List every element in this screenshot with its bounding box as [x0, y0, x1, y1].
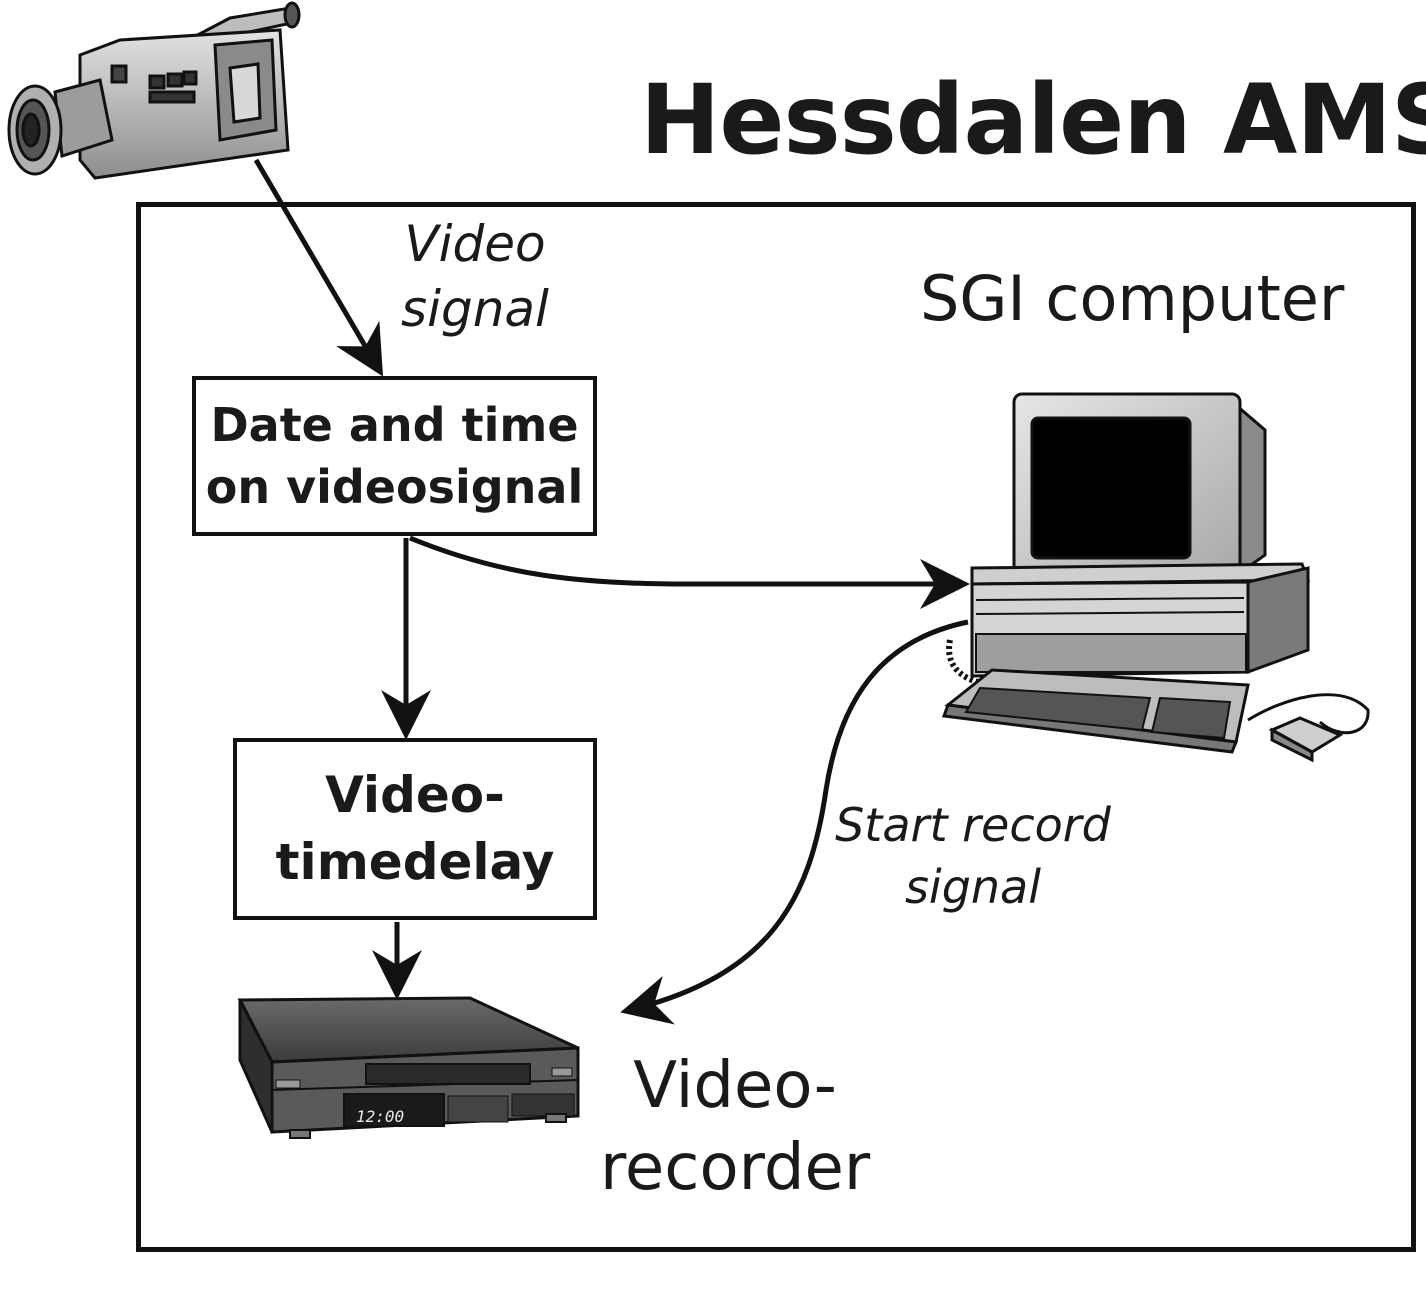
date-time-box: Date and time on videosignal [192, 376, 597, 536]
video-signal-label-line2: signal [401, 280, 549, 338]
start-record-label: Start record signal [818, 794, 1128, 918]
timedelay-box-line1: Video- [325, 765, 505, 824]
vcr-clock-display: 12:00 [356, 1107, 404, 1126]
system-frame [136, 202, 1416, 1252]
start-record-label-line2: signal [904, 860, 1042, 915]
date-time-box-line2: on videosignal [205, 460, 584, 514]
desktop-computer-icon [941, 392, 1370, 763]
video-recorder-label-line1: Video- [633, 1049, 837, 1123]
video-recorder-label: Video- recorder [600, 1046, 870, 1210]
arrow-camera-to-date [253, 158, 384, 377]
video-signal-label-line1: Video [404, 215, 546, 273]
video-recorder-label-line2: recorder [600, 1130, 871, 1205]
start-record-label-line1: Start record [835, 798, 1111, 852]
vcr-icon: 12:00 [237, 996, 580, 1139]
diagram-title: Hessdalen AMS [640, 64, 1426, 176]
video-signal-label: Video signal [380, 212, 570, 342]
sgi-computer-label: SGI computer [920, 262, 1345, 335]
timedelay-box: Video- timedelay [233, 738, 597, 920]
arrow-date-to-computer [409, 535, 970, 609]
arrow-computer-to-vcr [620, 619, 969, 1025]
date-time-box-line1: Date and time [210, 397, 579, 452]
video-camera-icon [7, 1, 301, 180]
timedelay-box-line2: timedelay [275, 833, 555, 891]
